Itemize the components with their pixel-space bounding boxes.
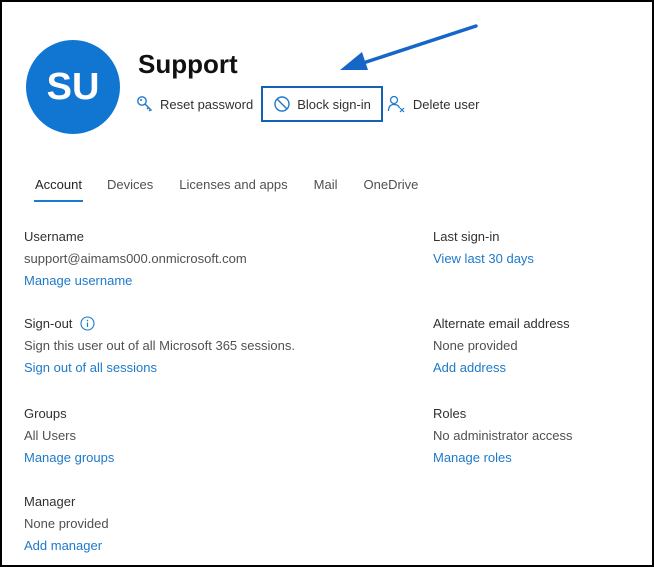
tab-mail[interactable]: Mail (313, 177, 338, 192)
tab-bar: Account Devices Licenses and apps Mail O… (26, 174, 444, 202)
avatar: SU (26, 40, 120, 134)
last-signin-label: Last sign-in (433, 229, 500, 244)
tab-devices[interactable]: Devices (106, 177, 154, 192)
manage-roles-link[interactable]: Manage roles (433, 450, 512, 465)
sign-out-all-sessions-link[interactable]: Sign out of all sessions (24, 360, 157, 375)
roles-label: Roles (433, 406, 467, 421)
signout-section: Sign-out Sign this user out of all Micro… (24, 316, 295, 375)
block-sign-in-button[interactable]: Block sign-in (261, 86, 383, 122)
username-label: Username (24, 229, 84, 244)
reset-password-button[interactable]: Reset password (136, 92, 253, 116)
add-manager-link[interactable]: Add manager (24, 538, 103, 553)
manager-section: Manager None provided Add manager (24, 494, 109, 553)
last-signin-section: Last sign-in View last 30 days (433, 229, 534, 266)
manager-value: None provided (24, 516, 109, 531)
groups-section: Groups All Users Manage groups (24, 406, 114, 465)
username-value: support@aimams000.onmicrosoft.com (24, 251, 247, 266)
signout-label-row: Sign-out (24, 316, 295, 331)
username-section: Username support@aimams000.onmicrosoft.c… (24, 229, 247, 288)
roles-value: No administrator access (433, 428, 573, 443)
manager-label: Manager (24, 494, 76, 509)
view-last-30-days-link[interactable]: View last 30 days (433, 251, 534, 266)
roles-section: Roles No administrator access Manage rol… (433, 406, 572, 465)
block-icon (274, 96, 290, 112)
tab-account[interactable]: Account (26, 174, 91, 202)
action-bar: Reset password Block sign-in Delete user (136, 86, 479, 122)
delete-user-button[interactable]: Delete user (387, 92, 479, 116)
tab-licenses-and-apps[interactable]: Licenses and apps (179, 177, 288, 192)
groups-label: Groups (24, 406, 67, 421)
alternate-email-section: Alternate email address None provided Ad… (433, 316, 570, 375)
annotation-arrow-icon (340, 24, 478, 70)
reset-password-label: Reset password (160, 96, 254, 112)
signout-description: Sign this user out of all Microsoft 365 … (24, 338, 295, 353)
manage-groups-link[interactable]: Manage groups (24, 450, 115, 465)
info-icon[interactable] (80, 316, 95, 331)
delete-user-icon (387, 95, 405, 113)
user-display-name: Support (138, 49, 238, 79)
block-sign-in-label: Block sign-in (297, 96, 371, 112)
add-address-link[interactable]: Add address (433, 360, 506, 375)
alternate-email-label: Alternate email address (433, 316, 570, 331)
alternate-email-value: None provided (433, 338, 518, 353)
signout-label: Sign-out (24, 316, 73, 331)
key-icon (137, 96, 152, 112)
delete-user-label: Delete user (412, 96, 480, 112)
tab-onedrive[interactable]: OneDrive (363, 177, 419, 192)
groups-value: All Users (24, 428, 77, 443)
manage-username-link[interactable]: Manage username (24, 273, 133, 288)
